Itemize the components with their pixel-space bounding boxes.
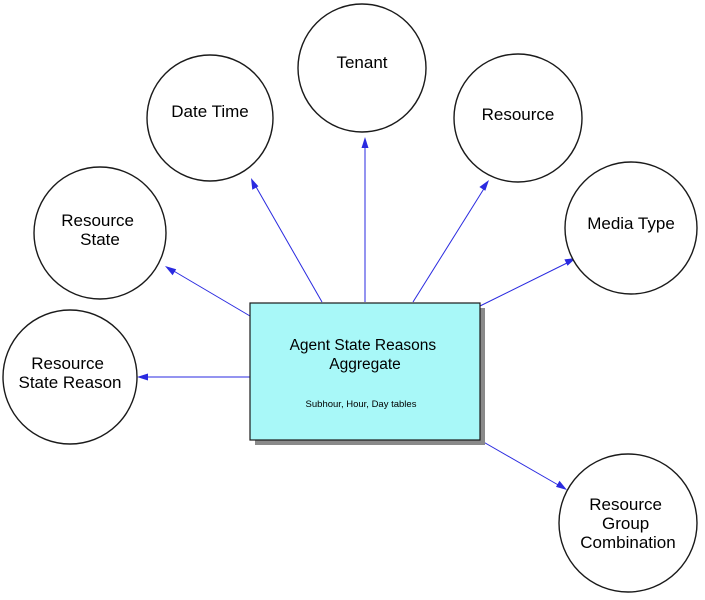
- edge-to-media-type: [479, 258, 576, 307]
- node-label: Media Type: [587, 214, 675, 233]
- edge-to-resource: [412, 180, 489, 303]
- node-date-time: Date Time: [146, 54, 274, 182]
- edge-to-date-time: [251, 178, 323, 303]
- node-label: Date Time: [171, 102, 248, 121]
- center-entity: Agent State Reasons Aggregate Subhour, H…: [249, 302, 485, 445]
- node-media-type: Media Type: [564, 161, 698, 295]
- node-label: Resource State: [61, 211, 139, 249]
- node-label: Resource: [482, 105, 555, 124]
- node-resource: Resource: [453, 53, 583, 183]
- node-resource-state: Resource State: [33, 166, 167, 300]
- edge-to-resource-state-reason: [137, 373, 250, 381]
- node-tenant: Tenant: [297, 3, 427, 133]
- center-title: Agent State Reasons Aggregate: [290, 337, 441, 373]
- node-resource-state-reason: Resource State Reason: [2, 309, 138, 445]
- node-label: Resource Group Combination: [580, 495, 675, 552]
- node-label: Tenant: [336, 53, 387, 72]
- edge-to-resource-group-combination: [479, 439, 567, 490]
- edge-to-tenant: [361, 137, 369, 302]
- center-subtitle: Subhour, Hour, Day tables: [306, 399, 417, 410]
- node-resource-group-combination: Resource Group Combination: [558, 453, 698, 593]
- edge-to-resource-state: [165, 266, 251, 317]
- center-box: [249, 302, 481, 441]
- node-label: Resource State Reason: [18, 354, 121, 392]
